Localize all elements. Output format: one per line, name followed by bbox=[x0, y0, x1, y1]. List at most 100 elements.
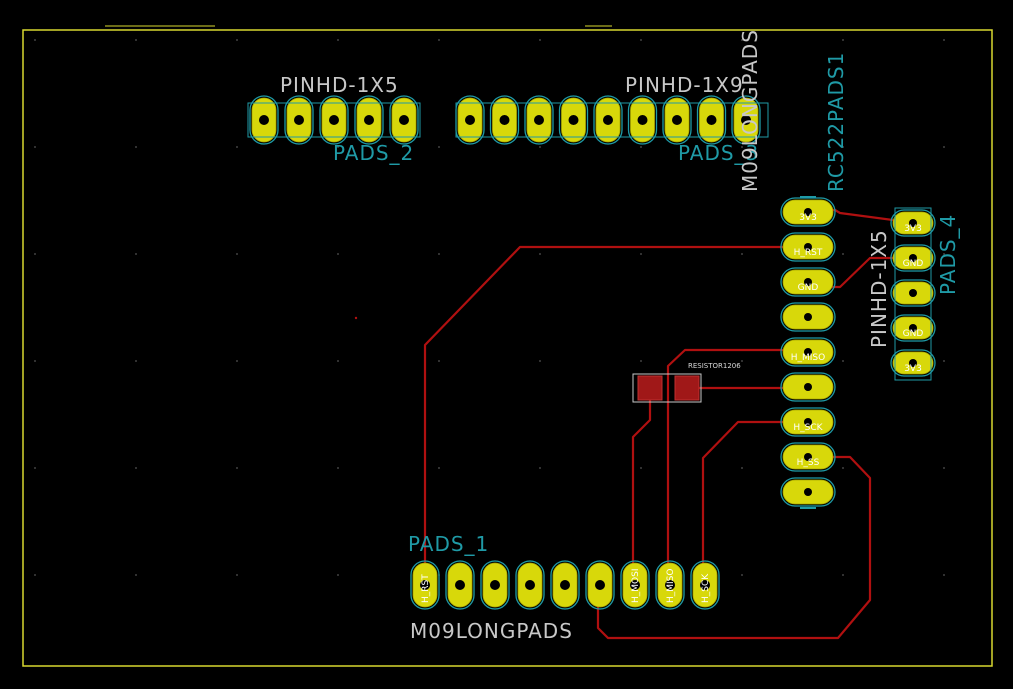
pad[interactable] bbox=[389, 95, 419, 145]
track-ss bbox=[596, 455, 872, 640]
pad-drill bbox=[603, 115, 613, 125]
pad[interactable]: H_MISO bbox=[655, 560, 685, 610]
pad[interactable] bbox=[662, 95, 692, 145]
pads-1-footprint[interactable]: H_RST H_MOSI H_MISO H_SCK bbox=[410, 560, 720, 610]
grid-dot bbox=[337, 574, 339, 576]
pad-net-label: 3V3 bbox=[799, 213, 817, 223]
pad[interactable]: H_SCK bbox=[780, 407, 836, 437]
pad-outline bbox=[890, 314, 936, 342]
pad[interactable]: H_MISO bbox=[780, 337, 836, 367]
resistor-pad-1[interactable] bbox=[637, 375, 663, 401]
grid-dot bbox=[337, 39, 339, 41]
pad[interactable] bbox=[319, 95, 349, 145]
pad-drill bbox=[804, 313, 812, 321]
pad[interactable]: H_SCK bbox=[690, 560, 720, 610]
pad[interactable] bbox=[550, 560, 580, 610]
pad-outline bbox=[593, 95, 623, 145]
pad-drill bbox=[399, 115, 409, 125]
pad-net-label: H_MISO bbox=[666, 569, 676, 603]
track-miso bbox=[666, 348, 808, 578]
pad-outline bbox=[780, 232, 836, 262]
pad-outline bbox=[515, 560, 545, 610]
pad-outline bbox=[489, 95, 520, 145]
resistor-footprint[interactable]: RESISTOR1206 bbox=[632, 362, 741, 403]
pads-4-outline bbox=[894, 207, 932, 381]
pad-drill bbox=[672, 115, 682, 125]
pad[interactable] bbox=[480, 560, 510, 610]
grid-dot bbox=[438, 146, 440, 148]
pad-net-label: H_SS bbox=[797, 458, 820, 468]
grid-dot bbox=[539, 467, 541, 469]
grid-dot bbox=[34, 467, 36, 469]
pad[interactable] bbox=[445, 560, 475, 610]
pad-drill bbox=[568, 115, 579, 125]
pad[interactable]: 3V3 bbox=[890, 349, 936, 377]
pad-drill bbox=[804, 278, 812, 286]
pads-1-ref: PADS_1 bbox=[408, 532, 489, 556]
pad-net-label: 3V3 bbox=[904, 364, 922, 374]
resistor-pad-2[interactable] bbox=[674, 375, 700, 401]
pad[interactable] bbox=[515, 560, 545, 610]
pad[interactable] bbox=[627, 95, 658, 145]
pad[interactable] bbox=[489, 95, 520, 145]
pad[interactable]: H_SS bbox=[780, 442, 836, 472]
pads-1-value: M09LONGPADS bbox=[410, 619, 573, 643]
pad[interactable]: H_RST bbox=[780, 232, 836, 262]
pad-drill bbox=[706, 115, 717, 125]
pad-outline bbox=[890, 244, 936, 272]
grid-dot bbox=[943, 146, 945, 148]
pad-outline bbox=[780, 477, 836, 507]
pad-drill bbox=[560, 580, 570, 590]
pad-outline bbox=[696, 95, 727, 145]
grid-dot bbox=[236, 39, 238, 41]
pad-outline bbox=[389, 95, 419, 145]
grid-dot bbox=[135, 574, 137, 576]
pad-drill bbox=[420, 580, 430, 590]
pad[interactable] bbox=[890, 279, 936, 307]
pad[interactable] bbox=[284, 95, 314, 145]
board-outline bbox=[22, 29, 993, 667]
grid-dot bbox=[337, 146, 339, 148]
pad-outline bbox=[627, 95, 658, 145]
pad[interactable] bbox=[455, 95, 485, 145]
pad[interactable]: 3V3 bbox=[890, 209, 936, 237]
pad[interactable]: H_MOSI bbox=[620, 560, 650, 610]
pads-2-footprint[interactable] bbox=[247, 95, 421, 145]
pad[interactable]: 3V3 bbox=[780, 197, 836, 227]
pad-drill bbox=[637, 115, 648, 125]
grid-dot bbox=[236, 253, 238, 255]
pad-outline bbox=[585, 560, 615, 610]
pad[interactable]: GND bbox=[890, 244, 936, 272]
pad-net-label: H_SCK bbox=[793, 423, 823, 433]
pad-outline bbox=[319, 95, 349, 145]
pad-outline bbox=[550, 560, 580, 610]
pad[interactable] bbox=[696, 95, 727, 145]
pad-outline bbox=[249, 95, 279, 145]
pad[interactable] bbox=[731, 95, 761, 145]
pad[interactable]: H_RST bbox=[410, 560, 440, 610]
grid-dot bbox=[135, 146, 137, 148]
pad[interactable] bbox=[524, 95, 554, 145]
pad[interactable] bbox=[558, 95, 589, 145]
pad[interactable] bbox=[249, 95, 279, 145]
pad[interactable] bbox=[354, 95, 384, 145]
pad[interactable] bbox=[585, 560, 615, 610]
pad[interactable]: GND bbox=[890, 314, 936, 342]
pad[interactable] bbox=[780, 477, 836, 507]
grid-dot bbox=[438, 467, 440, 469]
grid-dot bbox=[943, 360, 945, 362]
pad[interactable]: GND bbox=[780, 267, 836, 297]
pads-3-footprint[interactable] bbox=[455, 95, 769, 145]
pad[interactable] bbox=[780, 302, 836, 332]
pads-4-value: PINHD-1X5 bbox=[867, 229, 891, 348]
grid-dot bbox=[34, 360, 36, 362]
pads-2-ref: PADS_2 bbox=[333, 141, 414, 165]
pad[interactable] bbox=[593, 95, 623, 145]
pad-drill bbox=[525, 580, 535, 590]
pad[interactable] bbox=[780, 372, 836, 402]
pad-net-label: GND bbox=[903, 259, 924, 269]
grid-dot bbox=[539, 39, 541, 41]
